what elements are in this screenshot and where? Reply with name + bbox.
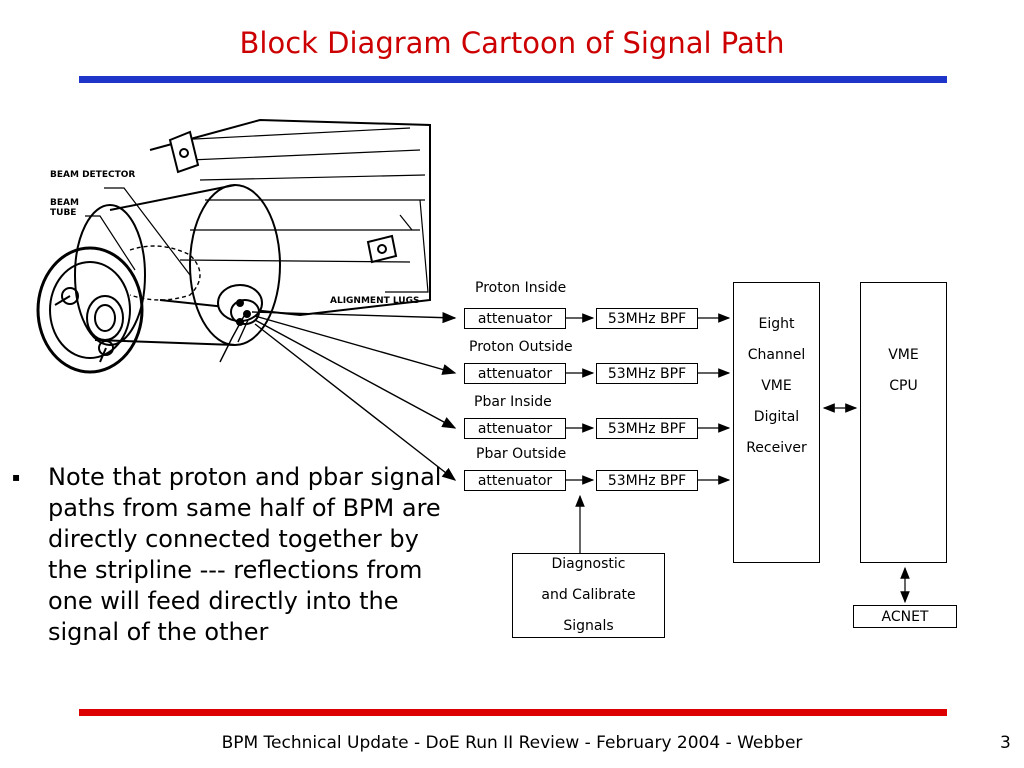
channel-label-proton-inside: Proton Inside xyxy=(475,280,567,296)
beam-detector-callout: BEAM DETECTOR xyxy=(50,170,136,180)
attenuator-box: attenuator xyxy=(464,363,566,384)
diagnostic-line: Signals xyxy=(563,618,614,634)
cpu-line: VME xyxy=(888,347,919,363)
attenuator-box: attenuator xyxy=(464,308,566,329)
bpf-box: 53MHz BPF xyxy=(596,308,698,329)
diagnostic-line: and Calibrate xyxy=(541,587,636,603)
diagnostic-line: Diagnostic xyxy=(551,556,626,572)
receiver-line: Receiver xyxy=(746,440,807,456)
receiver-line: Channel xyxy=(747,347,806,363)
diagnostic-calibrate-box: Diagnostic and Calibrate Signals xyxy=(512,553,665,638)
bpf-box: 53MHz BPF xyxy=(596,418,698,439)
slide-title: Block Diagram Cartoon of Signal Path xyxy=(239,26,785,60)
receiver-line: Digital xyxy=(753,409,800,425)
bpm-pickup-drawing xyxy=(36,118,431,374)
cpu-line: CPU xyxy=(889,378,918,394)
title-divider xyxy=(79,76,947,83)
bullet-text: Note that proton and pbar signal paths f… xyxy=(48,463,442,646)
attenuator-box: attenuator xyxy=(464,470,566,491)
bullet-marker: ▪ xyxy=(12,470,21,484)
slide-footer: BPM Technical Update - DoE Run II Review… xyxy=(221,733,803,753)
bpf-box: 53MHz BPF xyxy=(596,470,698,491)
attenuator-box: attenuator xyxy=(464,418,566,439)
channel-label-pbar-inside: Pbar Inside xyxy=(474,394,552,410)
receiver-line: Eight xyxy=(758,316,795,332)
beam-tube-callout: BEAM TUBE xyxy=(50,198,79,218)
acnet-box: ACNET xyxy=(853,605,957,628)
cable-group xyxy=(251,311,457,481)
channel-label-proton-outside: Proton Outside xyxy=(469,339,573,355)
footer-divider xyxy=(79,709,947,716)
alignment-lugs-callout: ALIGNMENT LUGS xyxy=(330,296,420,306)
digital-receiver-box: Eight Channel VME Digital Receiver xyxy=(733,282,820,563)
vme-cpu-box: VME CPU xyxy=(860,282,947,563)
receiver-line: VME xyxy=(761,378,792,394)
bpf-box: 53MHz BPF xyxy=(596,363,698,384)
slide-number: 3 xyxy=(1000,733,1011,753)
channel-label-pbar-outside: Pbar Outside xyxy=(476,446,567,462)
